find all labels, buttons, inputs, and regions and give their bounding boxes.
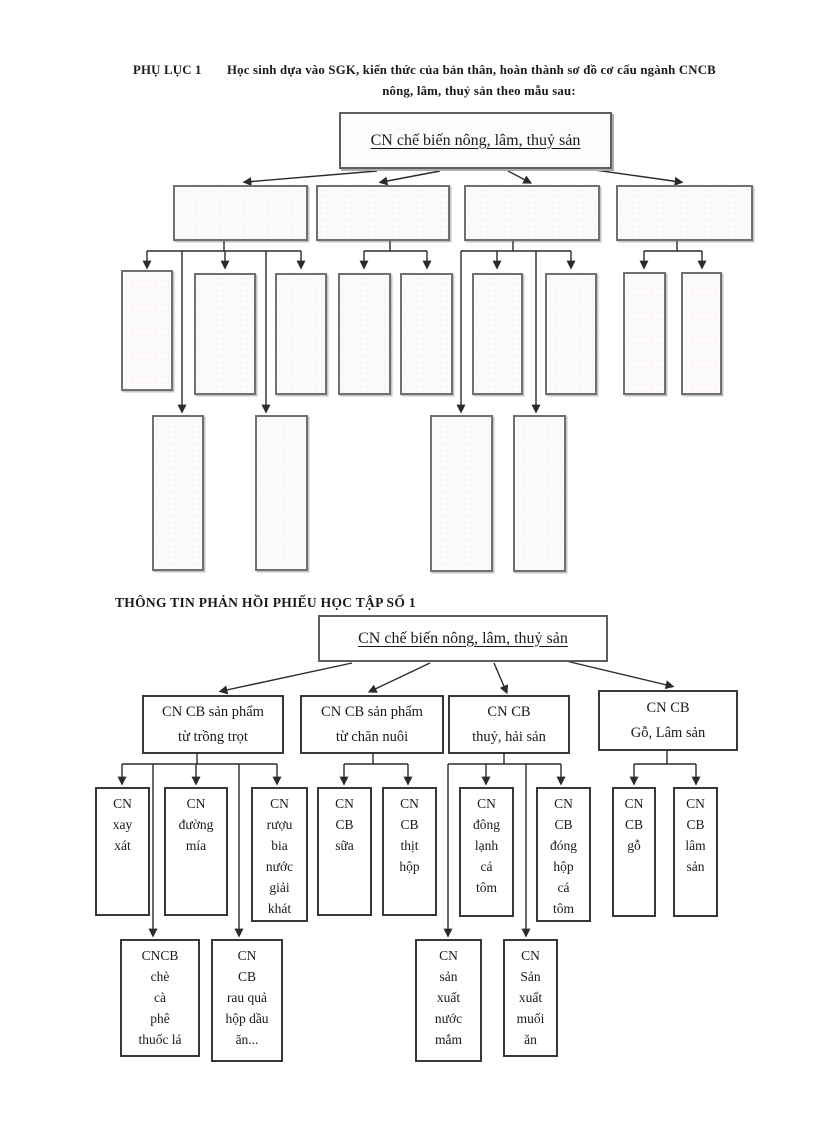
d1-level2-box-2 — [316, 185, 450, 241]
d2-root-box: CN chế biến nông, lâm, thuỷ sản — [318, 615, 608, 662]
d1-level3-box-8 — [623, 272, 666, 395]
d2-root-label: CN chế biến nông, lâm, thuỷ sản — [358, 629, 568, 647]
d1-level2-box-1 — [173, 185, 308, 241]
d2-level2-box-chan-nuoi: CN CB sản phẩm từ chăn nuôi — [300, 695, 444, 754]
d2-level2-box-go-lam-san: CN CB Gỗ, Lâm sản — [598, 690, 738, 751]
d2-level3-box-thit-hop: CN CB thịt hộp — [382, 787, 437, 916]
d2-level4-box-muoi-an: CN Sản xuất muối ăn — [503, 939, 558, 1057]
d1-level2-box-3 — [464, 185, 600, 241]
d2-level3-box-go: CN CB gỗ — [612, 787, 656, 917]
d2-level3-box-duong-mia: CN đường mía — [164, 787, 228, 916]
header-line2: nông, lâm, thuỷ sản theo mẫu sau: — [382, 84, 576, 98]
d1-level4-box-2 — [255, 415, 308, 571]
d2-level3-box-sua: CN CB sữa — [317, 787, 372, 916]
d1-level3-box-3 — [275, 273, 327, 395]
d1-level3-box-5 — [400, 273, 453, 395]
d1-level4-box-3 — [430, 415, 493, 572]
d1-level3-box-1 — [121, 270, 173, 391]
d2-level3-box-dong-hop: CN CB đóng hộp cá tôm — [536, 787, 591, 922]
d2-level4-box-nuoc-mam: CN sản xuất nước mắm — [415, 939, 482, 1062]
d1-level3-box-6 — [472, 273, 523, 395]
header-line1: Học sinh dựa vào SGK, kiến thức của bản … — [227, 63, 716, 77]
d2-level3-box-ruou-bia: CN rượu bia nước giải khát — [251, 787, 308, 922]
d1-level3-box-9 — [681, 272, 722, 395]
d1-level2-box-4 — [616, 185, 753, 241]
d2-level3-box-lam-san: CN CB lâm sản — [673, 787, 718, 917]
d1-root-box: CN chế biến nông, lâm, thuỷ sản — [339, 112, 612, 169]
d2-level4-box-rau-qua: CN CB rau quả hộp dầu ăn... — [211, 939, 283, 1062]
d1-level3-box-7 — [545, 273, 597, 395]
d2-level4-box-che-ca-phe: CNCB chè cà phê thuốc lá — [120, 939, 200, 1057]
section2-heading: THÔNG TIN PHẢN HỒI PHIẾU HỌC TẬP SỐ 1 — [115, 595, 416, 610]
d2-level2-box-thuy-hai-san: CN CB thuỷ, hải sản — [448, 695, 570, 754]
d1-level4-box-1 — [152, 415, 204, 571]
d2-level3-box-xay-xat: CN xay xát — [95, 787, 150, 916]
d1-level4-box-4 — [513, 415, 566, 572]
d1-root-label: CN chế biến nông, lâm, thuỷ sản — [370, 131, 581, 149]
d1-level3-box-4 — [338, 273, 391, 395]
d1-level3-box-2 — [194, 273, 256, 395]
d2-level3-box-dong-lanh: CN đông lạnh cá tôm — [459, 787, 514, 917]
appendix-label: PHỤ LỤC 1 — [133, 63, 202, 77]
d2-level2-box-trong-trot: CN CB sản phẩm từ trồng trọt — [142, 695, 284, 754]
